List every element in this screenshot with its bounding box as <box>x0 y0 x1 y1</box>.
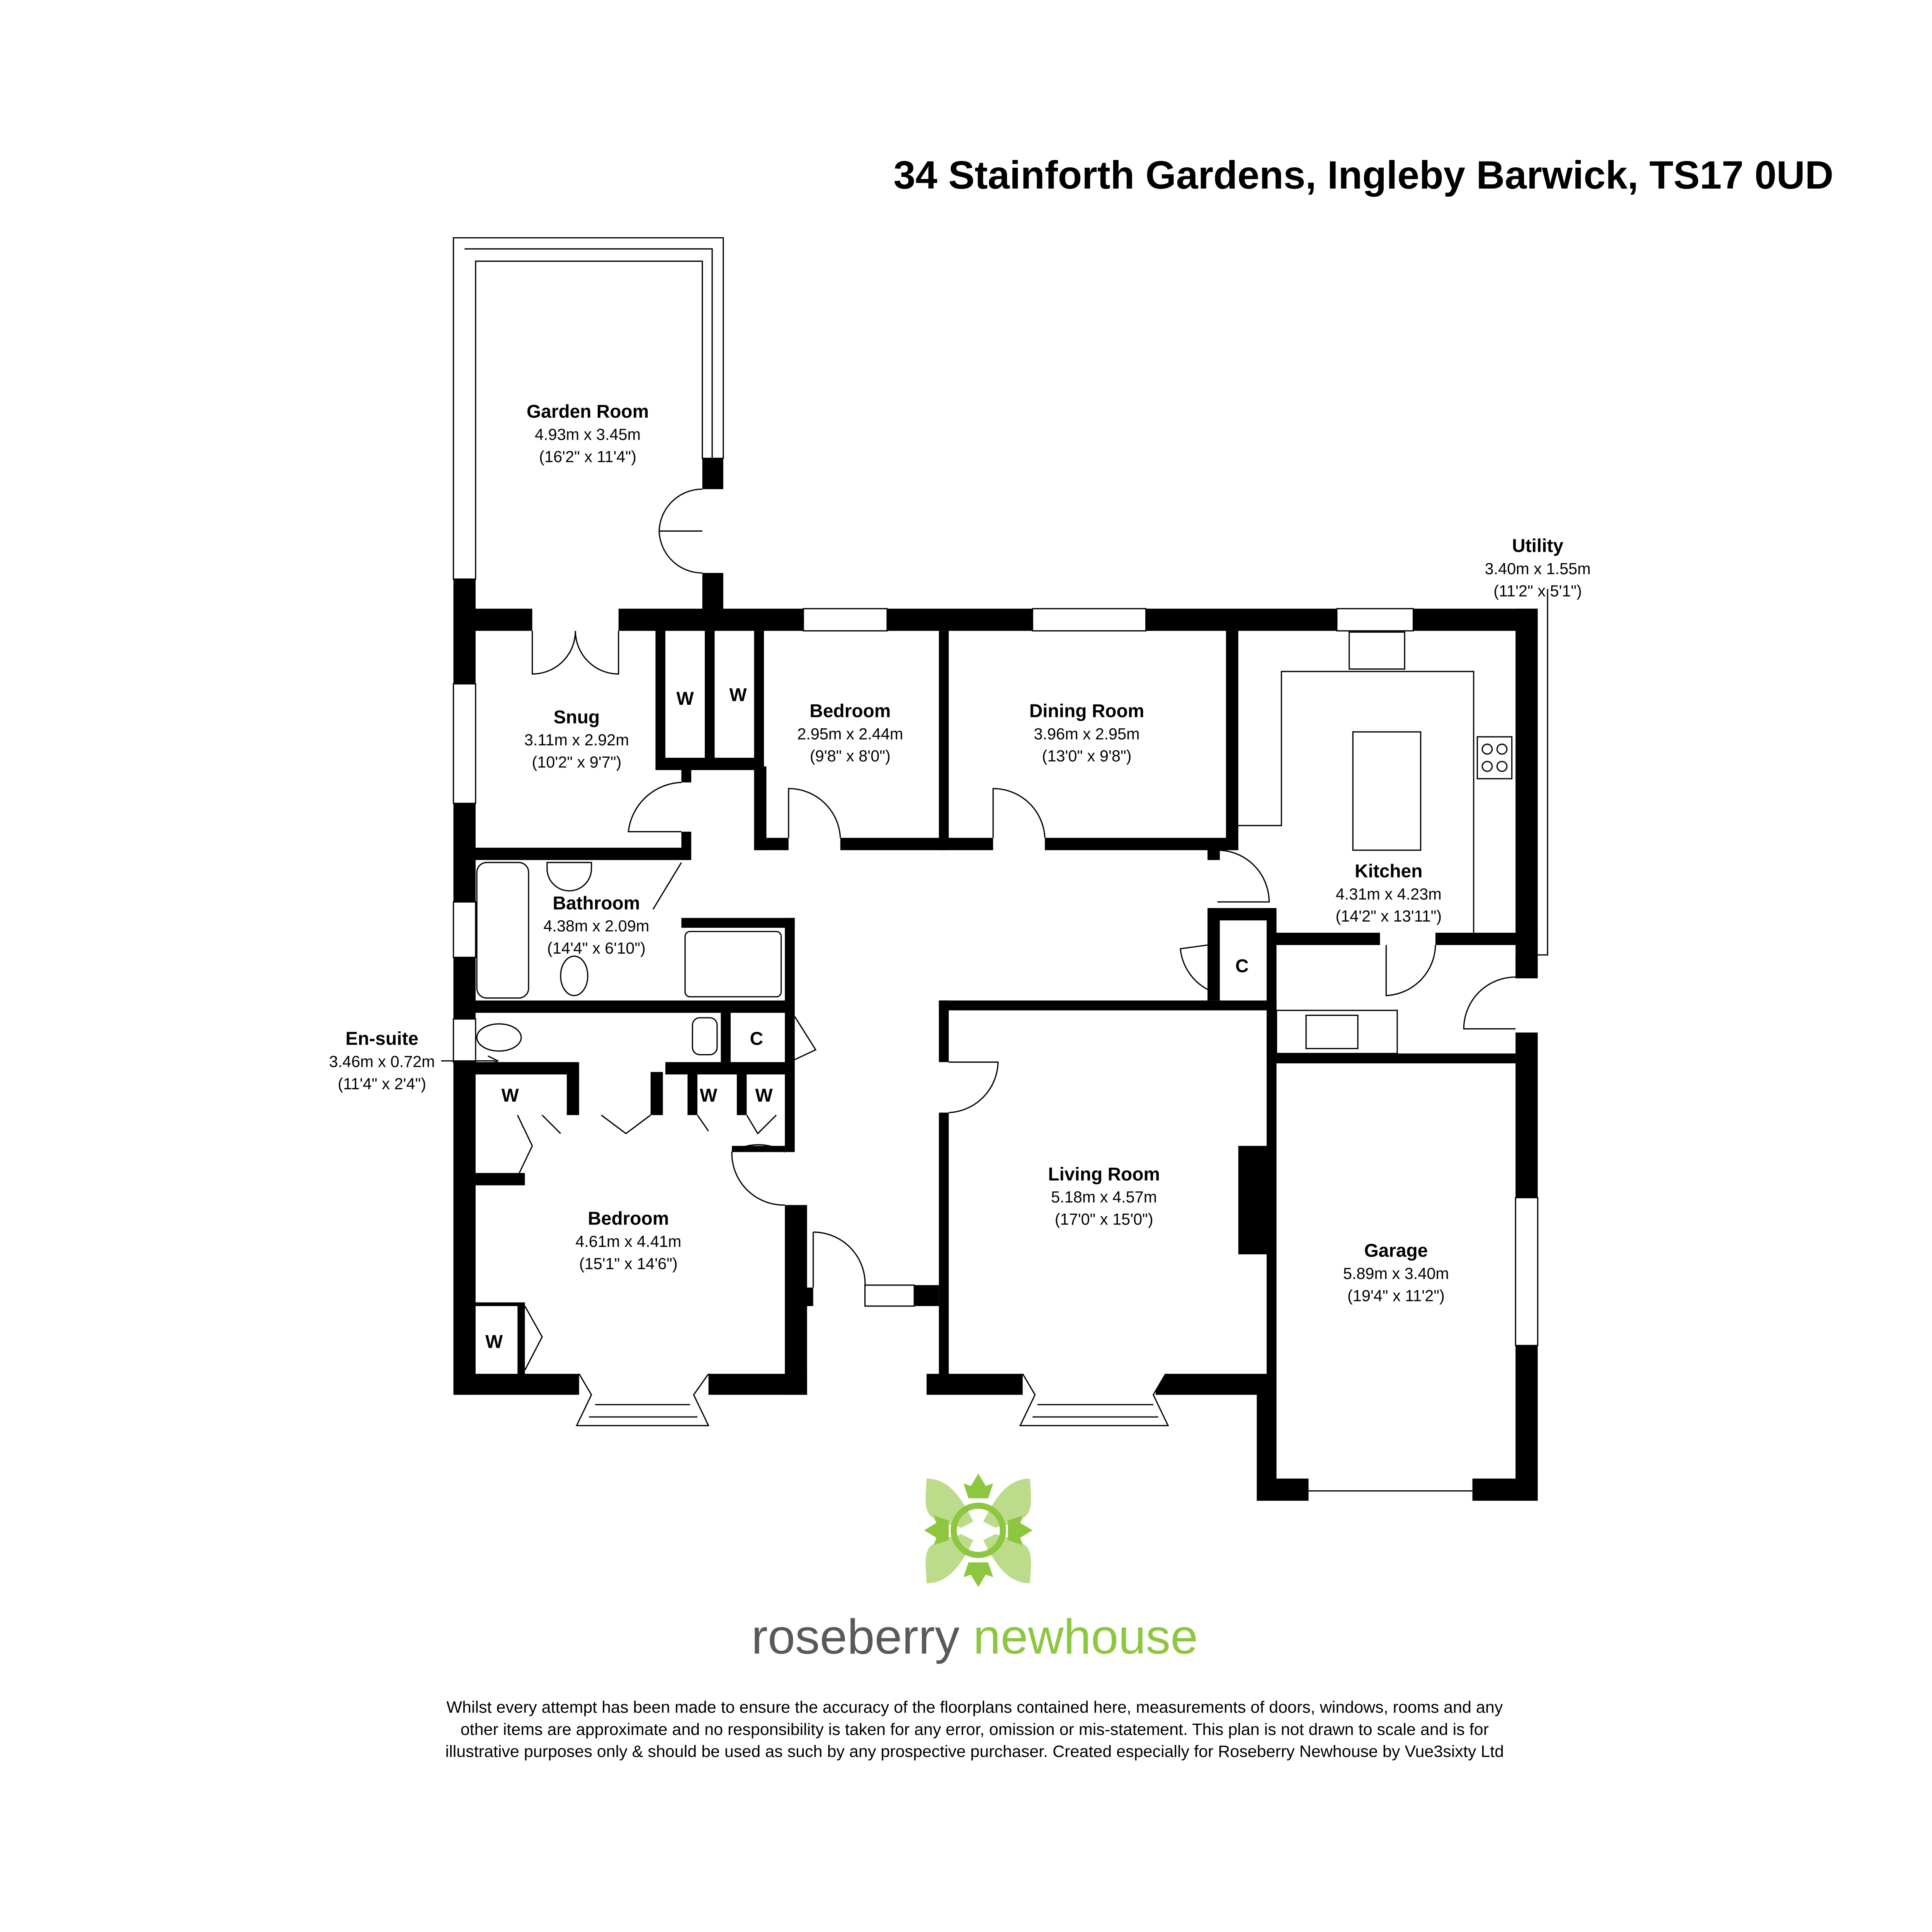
room-dimensions-imperial: (11'2" x 5'1") <box>1493 582 1582 600</box>
property-address-title: 34 Stainforth Gardens, Ingleby Barwick, … <box>893 153 1833 197</box>
room-name: Dining Room <box>1029 701 1145 721</box>
room-dining-room: Dining Room 3.96m x 2.95m (13'0" x 9'8") <box>1029 701 1145 765</box>
wardrobe-label: W <box>485 1332 503 1352</box>
room-name: Snug <box>554 707 600 728</box>
room-dimensions-metric: 2.95m x 2.44m <box>797 724 903 743</box>
room-dimensions-imperial: (14'4" x 6'10") <box>547 939 646 957</box>
disclaimer-line: other items are approximate and no respo… <box>461 1720 1489 1739</box>
logo-word-roseberry: roseberry <box>751 1609 959 1664</box>
room-dimensions-imperial: (17'0" x 15'0") <box>1055 1210 1153 1228</box>
room-dimensions-metric: 3.46m x 0.72m <box>329 1052 435 1070</box>
floorplan-walls <box>452 237 1548 1501</box>
room-bathroom: Bathroom 4.38m x 2.09m (14'4" x 6'10") <box>543 893 649 957</box>
room-dimensions-metric: 4.61m x 4.41m <box>575 1232 681 1250</box>
room-utility: Utility 3.40m x 1.55m (11'2" x 5'1") <box>1485 536 1591 600</box>
wardrobe-label: W <box>729 685 747 705</box>
room-dimensions-imperial: (14'2" x 13'11") <box>1335 907 1442 925</box>
floorplan-page: 34 Stainforth Gardens, Ingleby Barwick, … <box>329 153 1833 1761</box>
room-dimensions-imperial: (9'8" x 8'0") <box>810 747 891 765</box>
room-name: Bedroom <box>588 1209 669 1229</box>
room-dimensions-metric: 5.89m x 3.40m <box>1343 1264 1449 1282</box>
room-name: Living Room <box>1048 1164 1160 1185</box>
room-garage: Garage 5.89m x 3.40m (19'4" x 11'2") <box>1343 1241 1449 1305</box>
room-dimensions-metric: 5.18m x 4.57m <box>1051 1188 1157 1206</box>
room-dimensions-imperial: (11'4" x 2'4") <box>338 1075 426 1093</box>
room-dimensions-imperial: (16'2" x 11'4") <box>539 447 636 466</box>
wardrobe-label: W <box>502 1085 519 1106</box>
disclaimer: Whilst every attempt has been made to en… <box>446 1698 1504 1761</box>
room-dimensions-metric: 4.93m x 3.45m <box>535 425 641 443</box>
room-name: Utility <box>1512 536 1563 556</box>
room-name: Bathroom <box>553 893 640 913</box>
svg-text:roseberry newhouse: roseberry newhouse <box>751 1609 1198 1664</box>
logo-word-newhouse: newhouse <box>973 1609 1198 1664</box>
disclaimer-line: Whilst every attempt has been made to en… <box>446 1698 1503 1716</box>
room-name: Garage <box>1364 1241 1428 1261</box>
wardrobe-label: W <box>700 1085 718 1106</box>
room-name: Garden Room <box>527 401 649 422</box>
room-dimensions-imperial: (10'2" x 9'7") <box>532 753 621 771</box>
wardrobe-label: W <box>676 689 694 709</box>
room-dimensions-imperial: (13'0" x 9'8") <box>1042 747 1132 765</box>
room-bedroom-main: Bedroom 4.61m x 4.41m (15'1" x 14'6") <box>575 1209 681 1273</box>
disclaimer-line: illustrative purposes only & should be u… <box>446 1742 1504 1761</box>
room-bedroom-small: Bedroom 2.95m x 2.44m (9'8" x 8'0") <box>797 701 903 765</box>
room-name: Bedroom <box>810 701 891 721</box>
logo-emblem <box>924 1473 1033 1587</box>
cupboard-label: C <box>750 1029 764 1049</box>
cupboard-labels: W W W W W W C C <box>485 685 1248 1352</box>
ensuite-arrow <box>441 1055 499 1066</box>
room-kitchen: Kitchen 4.31m x 4.23m (14'2" x 13'11") <box>1335 861 1442 925</box>
room-garden-room: Garden Room 4.93m x 3.45m (16'2" x 11'4"… <box>527 401 649 466</box>
room-living-room: Living Room 5.18m x 4.57m (17'0" x 15'0"… <box>1048 1164 1160 1228</box>
room-dimensions-metric: 3.40m x 1.55m <box>1485 560 1591 578</box>
wardrobe-label: W <box>755 1085 773 1106</box>
room-ensuite: En-suite 3.46m x 0.72m (11'4" x 2'4") <box>329 1029 499 1093</box>
room-name: Kitchen <box>1355 861 1422 881</box>
roseberry-newhouse-logo: roseberry newhouse <box>751 1473 1198 1664</box>
room-dimensions-metric: 3.96m x 2.95m <box>1034 724 1139 743</box>
room-dimensions-imperial: (15'1" x 14'6") <box>579 1254 678 1272</box>
room-dimensions-metric: 4.38m x 2.09m <box>543 917 649 935</box>
room-dimensions-metric: 4.31m x 4.23m <box>1336 885 1442 903</box>
cupboard-label: C <box>1235 956 1249 976</box>
room-dimensions-imperial: (19'4" x 11'2") <box>1347 1286 1445 1304</box>
room-dimensions-metric: 3.11m x 2.92m <box>524 731 629 749</box>
room-name: En-suite <box>345 1029 418 1049</box>
room-snug: Snug 3.11m x 2.92m (10'2" x 9'7") <box>524 707 629 771</box>
